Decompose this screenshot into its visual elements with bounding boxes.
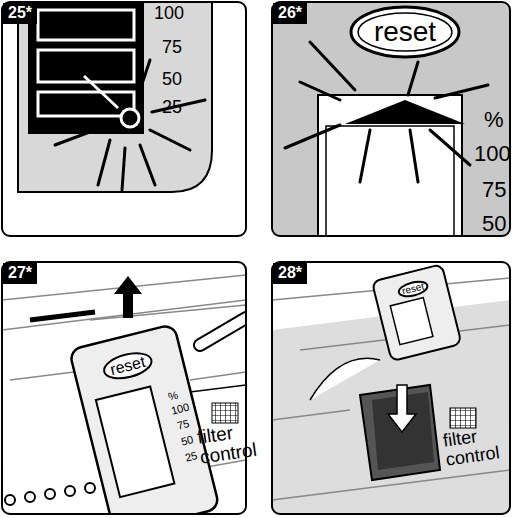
button-label: reset: [109, 353, 148, 378]
callout-text: 27*: [8, 264, 32, 281]
callout-text: 25*: [8, 4, 32, 21]
scale-number: %: [167, 390, 179, 404]
callout-number: 28*: [273, 263, 307, 284]
scale-number: 75: [162, 38, 182, 57]
scale-number: 25: [162, 98, 182, 117]
callout-text: 26*: [278, 4, 302, 21]
scale-number: 75: [482, 178, 506, 201]
scale-number: 100: [154, 4, 184, 23]
callout-number: 25*: [3, 3, 37, 24]
callout-number: 27*: [3, 263, 37, 284]
scale-number: 50: [482, 212, 506, 235]
panel-label: filter control: [196, 419, 265, 467]
scale-number: %: [484, 108, 504, 131]
scale-number: 100: [474, 142, 511, 165]
scale-number: 50: [162, 70, 182, 89]
button-label: reset: [374, 16, 436, 47]
callout-number: 26*: [273, 3, 307, 24]
button-label: reset: [401, 280, 425, 296]
callout-text: 28*: [278, 264, 302, 281]
reset-button: reset: [360, 10, 450, 55]
